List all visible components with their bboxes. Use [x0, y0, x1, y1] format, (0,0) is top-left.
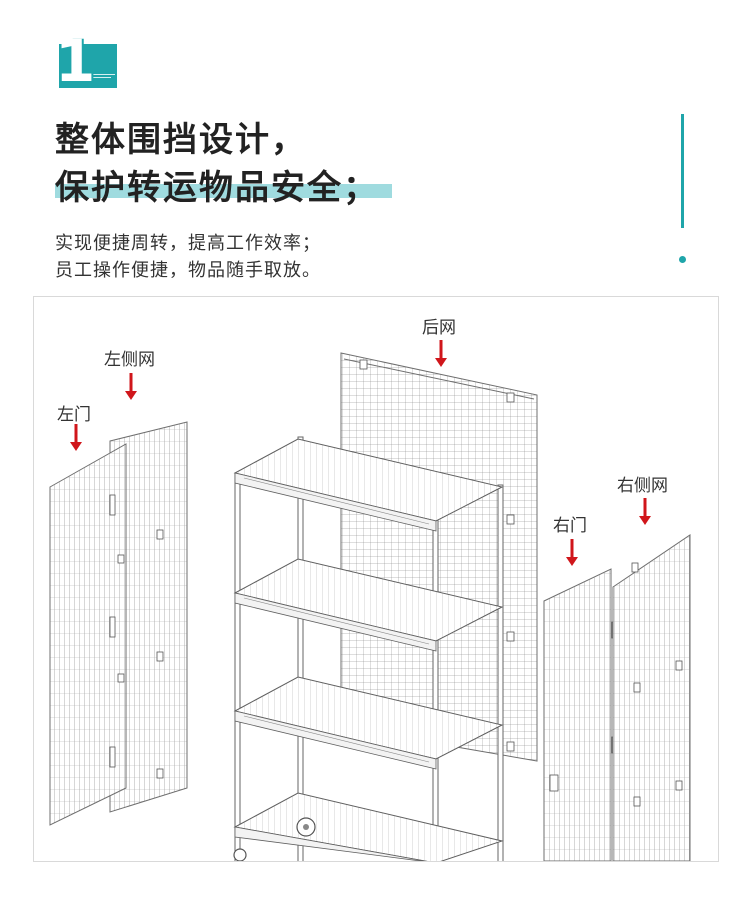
badge-fine-line	[81, 77, 111, 78]
arrow-left-side-net	[125, 373, 137, 400]
exploded-shelf-illustration	[49, 340, 691, 861]
description-line-2: 员工操作便捷，物品随手取放。	[55, 260, 321, 281]
arrow-left-door	[70, 424, 82, 451]
arrow-right-door	[566, 539, 578, 566]
wire-shelf-unit	[233, 436, 504, 861]
description-line-1: 实现便捷周转，提高工作效率；	[55, 233, 321, 254]
label-left-door: 左门	[57, 405, 91, 425]
badge-fine-line	[81, 74, 115, 75]
arrow-back-net	[435, 340, 447, 367]
arrow-right-side-net	[639, 498, 651, 525]
left-side-net-panel	[109, 421, 188, 813]
label-left-side-net: 左侧网	[104, 350, 155, 370]
accent-dot	[679, 256, 686, 263]
label-back-net: 后网	[422, 318, 456, 338]
label-right-door: 右门	[553, 516, 587, 536]
right-door-panel	[543, 568, 620, 861]
title-highlight-bar	[55, 184, 392, 198]
page-title-line-1: 整体围挡设计，	[55, 120, 307, 160]
section-number-badge: 1	[55, 32, 119, 90]
right-side-net-panel	[612, 534, 691, 861]
left-door-panel	[49, 443, 127, 826]
label-right-side-net: 右侧网	[617, 476, 668, 496]
accent-vertical-line	[681, 114, 684, 228]
badge-square	[59, 44, 117, 88]
section-number: 1	[55, 27, 96, 95]
product-diagram: 左侧网 左门 后网 右侧网 右门	[33, 296, 719, 862]
page-title-line-2: 保护转运物品安全；	[55, 168, 379, 208]
